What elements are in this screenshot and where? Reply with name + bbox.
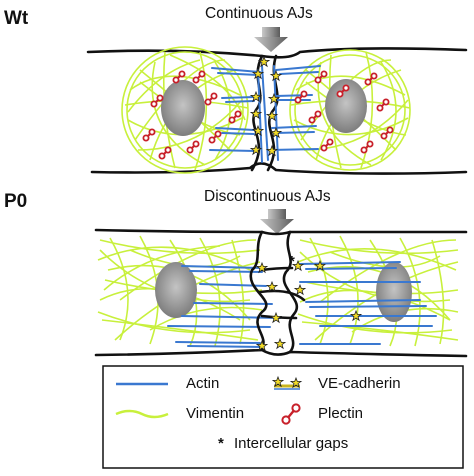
legend-vimentin-label: Vimentin: [186, 405, 245, 422]
legend-ve-cadherin-label: VE-cadherin: [318, 375, 401, 392]
down-arrow-icon: [260, 209, 294, 234]
p0-panel: [94, 209, 468, 358]
panel-label-p0: P0: [4, 191, 28, 212]
wt-panel: [86, 27, 468, 175]
plectin-icon: [281, 403, 301, 425]
wt-heading: Continuous AJs: [205, 5, 313, 22]
p0-nucleus-right: [376, 262, 412, 322]
legend-gaps-symbol: *: [218, 435, 224, 452]
panel-label-wt: Wt: [4, 8, 29, 29]
wt-nucleus-right: [325, 79, 367, 133]
ve-cadherin-icon: [272, 376, 302, 390]
intercellular-gap-marker: *: [289, 253, 295, 270]
legend-plectin-label: Plectin: [318, 405, 364, 422]
p0-nucleus-left: [155, 262, 197, 318]
p0-ve-cadherin: [256, 260, 362, 351]
down-arrow-icon: [254, 27, 288, 52]
wt-nucleus-left: [161, 80, 205, 136]
legend-gaps-label: Intercellular gaps: [234, 435, 349, 452]
p0-heading: Discontinuous AJs: [204, 188, 331, 205]
vimentin-line-icon: [115, 409, 169, 419]
p0-actin-bundles: [167, 261, 437, 348]
legend-actin-label: Actin: [186, 375, 220, 392]
legend-box: [102, 365, 464, 469]
